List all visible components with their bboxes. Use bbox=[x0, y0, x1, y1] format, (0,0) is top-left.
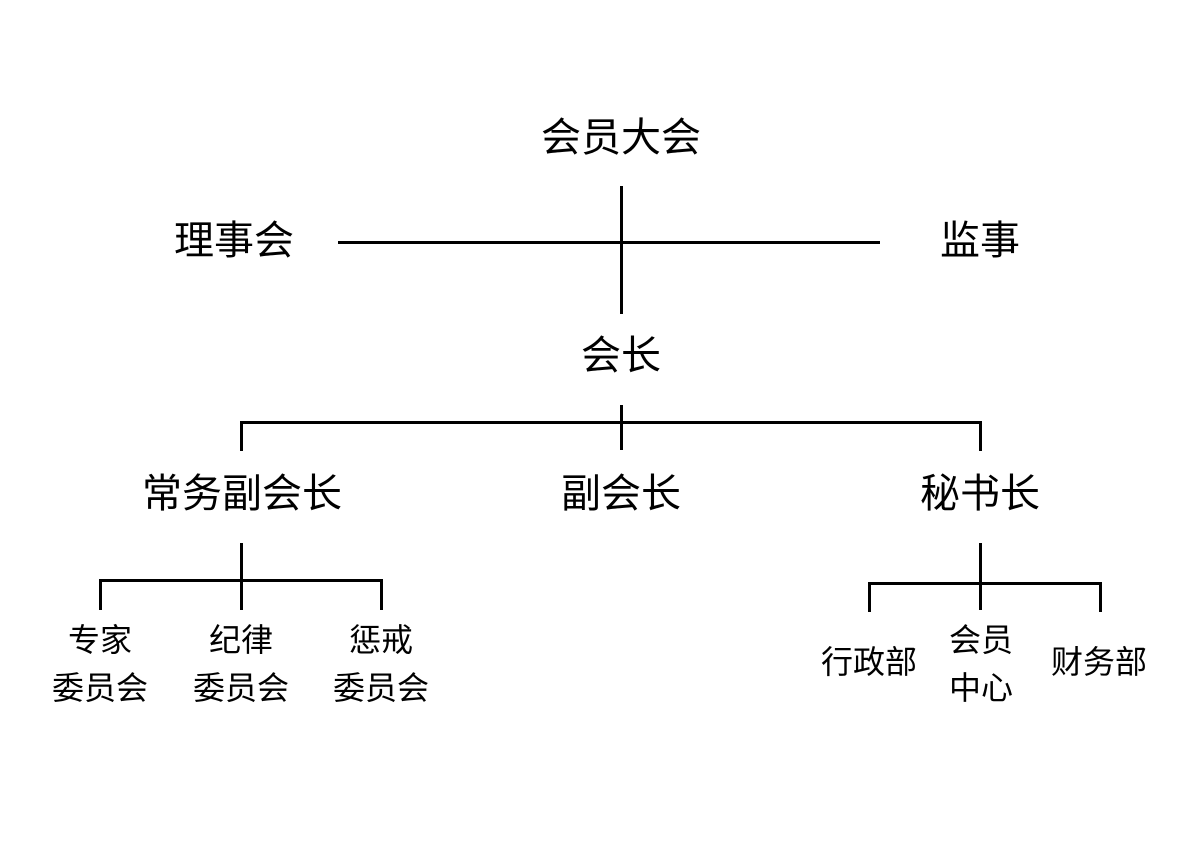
connector-secretary-drop bbox=[979, 421, 982, 451]
node-admin-department: 行政部 bbox=[820, 643, 918, 681]
connector-finance-drop bbox=[1099, 582, 1102, 612]
node-discipline-committee-line1: 纪律 bbox=[208, 621, 274, 659]
node-member-center: 会员 中心 bbox=[949, 616, 1013, 712]
connector-council-supervisor bbox=[338, 241, 880, 244]
node-punishment-committee-line2: 委员会 bbox=[332, 669, 430, 707]
node-expert-committee-line2: 委员会 bbox=[51, 669, 149, 707]
connector-president-down bbox=[620, 405, 623, 450]
node-president: 会长 bbox=[581, 333, 661, 379]
node-member-center-line1: 会员 bbox=[948, 621, 1014, 659]
node-expert-committee: 专家 委员会 bbox=[52, 616, 148, 712]
node-discipline-committee: 纪律 委员会 bbox=[193, 616, 289, 712]
connector-executive-vp-down bbox=[240, 543, 243, 610]
node-punishment-committee: 惩戒 委员会 bbox=[333, 616, 429, 712]
connector-executive-vp-drop bbox=[240, 421, 243, 451]
node-general-assembly: 会员大会 bbox=[541, 115, 701, 161]
node-finance-department: 财务部 bbox=[1050, 643, 1148, 681]
node-vice-president: 副会长 bbox=[561, 471, 681, 517]
node-punishment-committee-line1: 惩戒 bbox=[348, 621, 414, 659]
connector-punishment-drop bbox=[380, 579, 383, 610]
connector-secretary-down bbox=[979, 543, 982, 610]
node-executive-vice-president: 常务副会长 bbox=[142, 471, 342, 517]
node-member-center-line2: 中心 bbox=[948, 669, 1014, 707]
connector-assembly-president bbox=[620, 186, 623, 314]
connector-admin-drop bbox=[868, 582, 871, 612]
connector-expert-drop bbox=[99, 579, 102, 610]
node-supervisor: 监事 bbox=[940, 218, 1020, 264]
node-council: 理事会 bbox=[174, 218, 294, 264]
connector-committee-bar bbox=[99, 579, 383, 582]
node-expert-committee-line1: 专家 bbox=[67, 621, 133, 659]
connector-department-bar bbox=[868, 582, 1102, 585]
node-discipline-committee-line2: 委员会 bbox=[192, 669, 290, 707]
connector-vp-bar bbox=[240, 421, 982, 424]
node-secretary-general: 秘书长 bbox=[920, 471, 1040, 517]
